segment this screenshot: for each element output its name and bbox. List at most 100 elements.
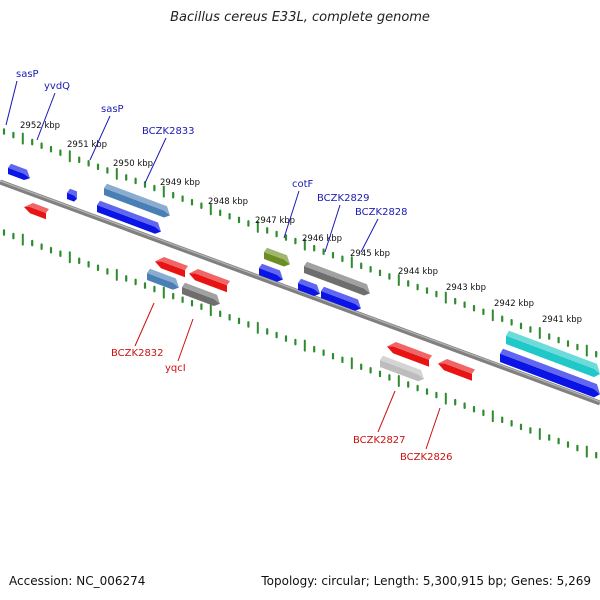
gene-arrow-red — [189, 269, 230, 293]
arrow-body — [298, 283, 320, 297]
arrow-top-face — [97, 200, 161, 232]
gene-arrow-blue — [500, 348, 600, 398]
gene-arrow-blue — [67, 188, 77, 202]
gene-arrow-blue — [321, 286, 361, 311]
kbp-label: 2949 kbp — [160, 178, 200, 188]
kbp-label: 2952 kbp — [20, 121, 60, 131]
arrow-body — [259, 268, 283, 282]
gene-arrow-blue — [298, 278, 320, 297]
label-leader-line — [283, 190, 300, 239]
gene-arrow-lightgray — [380, 355, 424, 382]
kbp-label: 2947 kbp — [255, 216, 295, 226]
gene-label-forward: BCZK2828 — [355, 207, 408, 218]
label-leader-line — [36, 92, 56, 141]
arrow-top-face — [264, 247, 290, 265]
backbone-line — [0, 179, 600, 406]
arrow-body — [506, 335, 600, 378]
arrow-top-face — [8, 163, 30, 179]
backbone-layer — [0, 179, 600, 406]
gene-arrow-steel — [104, 183, 170, 218]
topology-text: Topology: circular; Length: 5,300,915 bp… — [261, 574, 591, 588]
arrow-top-face — [182, 282, 220, 304]
arrow-body — [304, 266, 370, 296]
arrow-top-face — [259, 263, 283, 280]
arrow-body — [8, 167, 30, 181]
arrow-body — [97, 205, 161, 234]
kbp-label: 2948 kbp — [208, 197, 248, 207]
arrow-body — [155, 261, 185, 278]
gene-arrow-blue — [8, 163, 30, 181]
label-leader-line — [377, 390, 396, 433]
arrow-body — [321, 291, 361, 311]
gene-arrow-olive — [264, 247, 290, 267]
gene-label-reverse: BCZK2826 — [400, 452, 453, 463]
gene-label-forward: sasP — [16, 69, 39, 80]
arrow-top-face — [147, 268, 179, 288]
ticks-layer — [2, 128, 598, 459]
arrow-top-face — [189, 269, 230, 286]
labels-layer: 2952 kbp 2951 kbp 2950 kbp 2949 kbp 2948 kbp… — [5, 69, 582, 463]
arrow-top-face — [298, 278, 320, 294]
gene-arrow-gray — [304, 261, 370, 296]
arrow-top-face — [438, 359, 475, 374]
gene-label-forward: sasP — [101, 104, 124, 115]
kbp-label: 2942 kbp — [494, 299, 534, 309]
arrow-top-face — [321, 286, 361, 309]
gene-arrow-red — [438, 359, 475, 381]
arrow-top-face — [67, 188, 77, 199]
arrow-top-face — [304, 261, 370, 294]
arrow-body — [189, 273, 227, 293]
label-leader-line — [144, 137, 167, 184]
kbp-label: 2943 kbp — [446, 283, 486, 293]
backbone-highlight — [0, 180, 600, 403]
features-layer — [8, 163, 600, 398]
arrow-body — [387, 346, 429, 367]
label-leader-line — [5, 80, 18, 126]
gene-arrow-steel — [147, 268, 179, 290]
arrow-body — [24, 206, 46, 220]
gene-arrow-red — [24, 203, 49, 220]
kbp-label: 2945 kbp — [350, 249, 390, 259]
label-leader-line — [177, 318, 194, 362]
gene-label-forward: yvdQ — [44, 81, 70, 92]
gene-arrow-gray — [182, 282, 220, 307]
kbp-label: 2950 kbp — [113, 159, 153, 169]
arrow-top-face — [506, 330, 600, 374]
gene-arrow-blue — [259, 263, 283, 282]
gene-label-forward: BCZK2833 — [142, 126, 195, 137]
arrow-top-face — [104, 183, 170, 216]
map-title: Bacillus cereus E33L, complete genome — [170, 10, 430, 25]
arrow-body — [104, 188, 170, 218]
label-leader-line — [360, 218, 379, 253]
arrow-body — [67, 192, 77, 202]
accession-text: Accession: NC_006274 — [9, 574, 146, 588]
gene-arrow-red — [387, 342, 432, 367]
gene-arrow-cyan — [506, 330, 600, 378]
arrow-body — [182, 287, 220, 307]
arrow-top-face — [155, 257, 188, 271]
kbp-label: 2946 kbp — [302, 234, 342, 244]
arrow-top-face — [500, 348, 600, 395]
label-leader-line — [324, 204, 341, 253]
gene-label-forward: BCZK2829 — [317, 193, 370, 204]
arrow-top-face — [380, 355, 424, 380]
arrow-top-face — [387, 342, 432, 360]
gene-label-forward: cotF — [292, 179, 314, 190]
gene-label-reverse: BCZK2832 — [111, 348, 164, 359]
arrow-body — [380, 360, 424, 382]
gene-label-reverse: BCZK2827 — [353, 435, 406, 446]
kbp-label: 2951 kbp — [67, 140, 107, 150]
arrow-top-face — [24, 203, 49, 213]
arrow-body — [264, 252, 290, 267]
gene-arrow-red — [155, 257, 188, 278]
label-leader-line — [89, 115, 111, 161]
arrow-body — [438, 363, 472, 381]
label-leader-line — [425, 407, 441, 450]
kbp-label: 2944 kbp — [398, 267, 438, 277]
kbp-label: 2941 kbp — [542, 315, 582, 325]
arrow-body — [500, 353, 600, 398]
label-leader-line — [134, 302, 155, 347]
arrow-body — [147, 273, 179, 290]
gene-label-reverse: yqcI — [165, 363, 186, 374]
